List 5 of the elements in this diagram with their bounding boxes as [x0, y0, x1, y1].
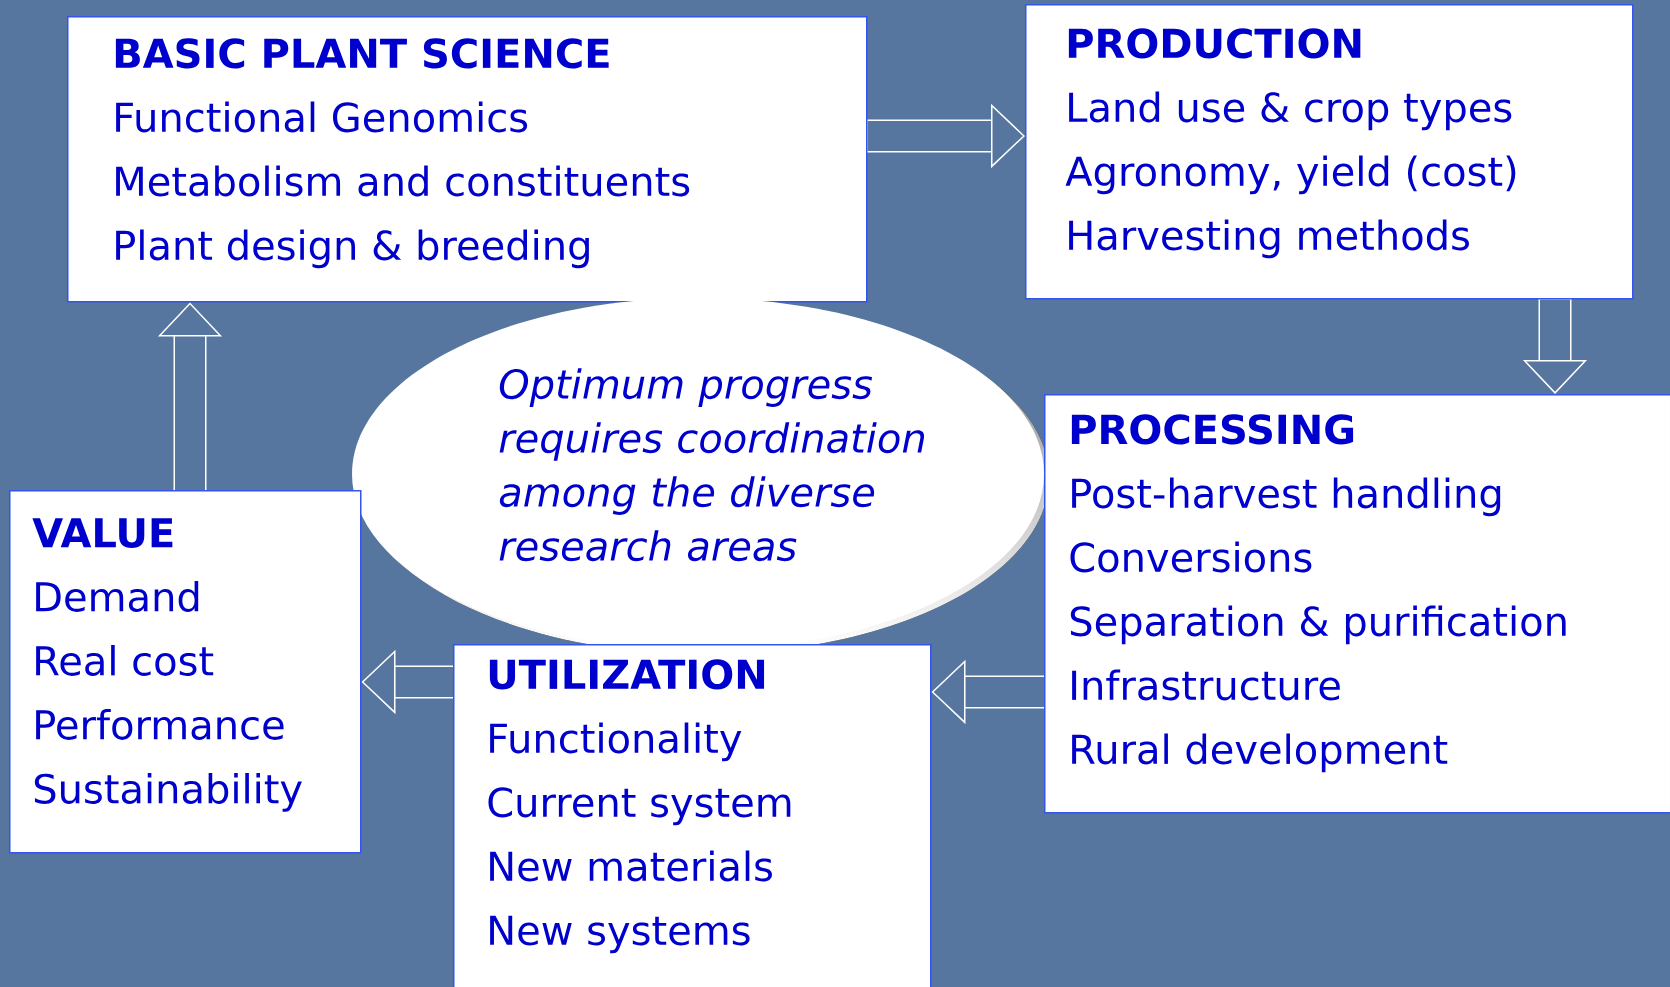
text-box: VALUE Demand Real cost Performance Sustainability [9, 490, 362, 854]
text-box: PROCESSING Post-harvest handling Conversions Separation & purification Infrastructure Rural development [1044, 394, 1670, 814]
text-box: PRODUCTION Land use & crop types Agronomy, yield (cost) Harvesting methods [1025, 4, 1634, 300]
text-box: UTILIZATION Functionality Current system New materials New systems [453, 644, 932, 987]
text-box: BASIC PLANT SCIENCE Functional Genomics Metabolism and constituents Plant design & breeding [67, 16, 868, 303]
